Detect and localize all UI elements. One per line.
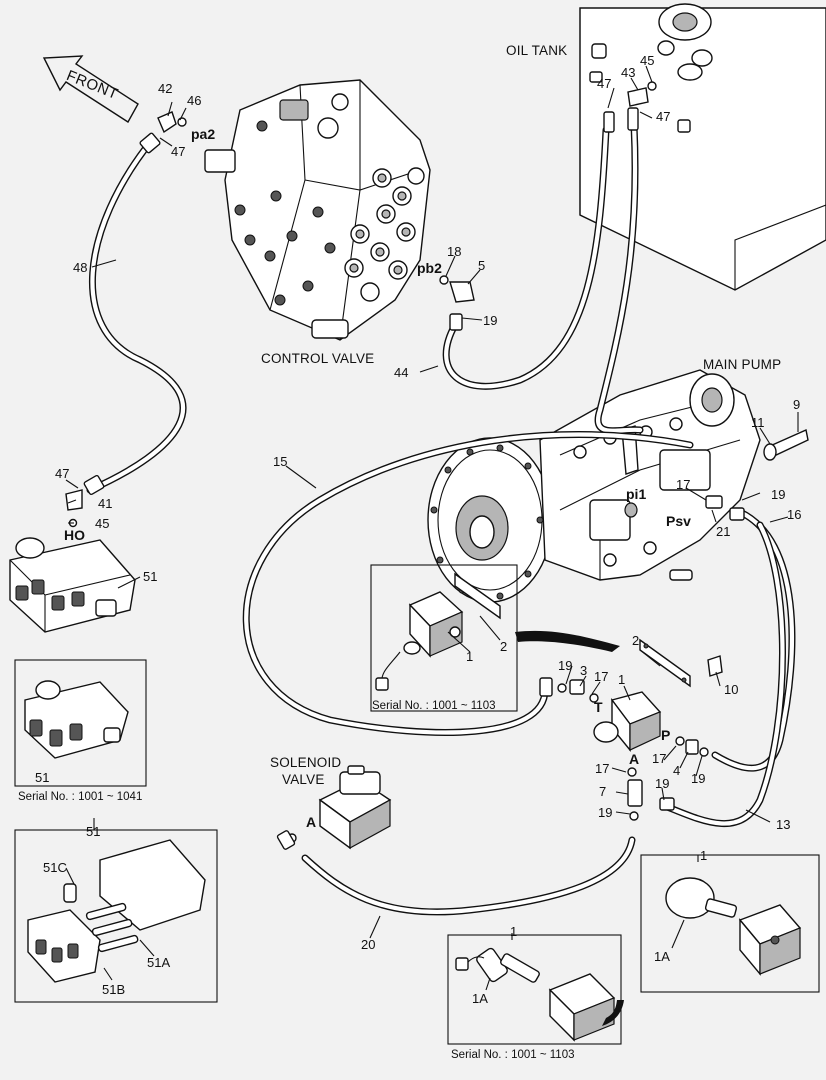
part-15: 15: [273, 454, 288, 469]
main-pump: [427, 369, 761, 603]
solenoid-block-51: [9, 537, 136, 633]
part-43: 43: [621, 65, 636, 80]
part-19-pump: 19: [771, 487, 786, 502]
front-arrow: [42, 55, 139, 123]
port-p: P: [661, 727, 671, 743]
part-19-valve-p: 19: [691, 771, 706, 786]
port-a-solenoid: A: [306, 814, 317, 830]
part-1A-bottom-inset: 1A: [472, 991, 488, 1006]
part-2: 2: [632, 633, 640, 648]
part-17-valve-top: 17: [594, 669, 609, 684]
part-47-tank-right: 47: [656, 109, 671, 124]
solenoid-valve-title-line2: VALVE: [282, 772, 325, 787]
part-47-tank-left: 47: [597, 76, 612, 91]
part-1-valve: 1: [618, 672, 626, 687]
part-1A-right-inset: 1A: [654, 949, 670, 964]
part-20: 20: [361, 937, 376, 952]
part-48: 48: [73, 260, 88, 275]
part-51C: 51C: [43, 860, 67, 875]
oil-tank-title: OIL TANK: [506, 43, 568, 58]
part-42: 42: [158, 81, 173, 96]
part-47-cv: 47: [171, 144, 186, 159]
part-13: 13: [776, 817, 791, 832]
part-1-inset: 1: [466, 649, 474, 664]
part-51-top: 51: [143, 569, 158, 584]
control-valve: [204, 79, 431, 341]
port-pa2: pa2: [191, 126, 216, 142]
part-21: 21: [716, 524, 731, 539]
part-1-right-inset: 1: [700, 848, 708, 863]
main-pump-title: MAIN PUMP: [703, 357, 782, 372]
serial-inset-bottom: Serial No. : 1001 ~ 1103: [451, 1049, 575, 1061]
part-17-valve-p: 17: [652, 751, 667, 766]
part-51A: 51A: [147, 955, 171, 970]
port-pb2: pb2: [417, 260, 442, 276]
oil-tank: [579, 3, 826, 291]
part-16: 16: [787, 507, 802, 522]
part-17-pump: 17: [676, 477, 691, 492]
port-a: A: [629, 751, 640, 767]
port-pi1: pi1: [626, 486, 647, 502]
part-19-valve-top: 19: [558, 658, 573, 673]
part-9: 9: [793, 397, 801, 412]
part-51-exploded: 51: [86, 824, 101, 839]
part-45-tank: 45: [640, 53, 655, 68]
part-1-bottom-inset: 1: [510, 924, 518, 939]
part-3: 3: [580, 663, 588, 678]
part-7: 7: [599, 784, 607, 799]
part-51B: 51B: [102, 982, 126, 997]
part-46: 46: [187, 93, 202, 108]
port-t: T: [594, 699, 603, 715]
port-ho: HO: [64, 527, 85, 543]
port-psv: Psv: [666, 513, 691, 529]
solenoid-valve: [276, 765, 392, 850]
inset-51-exploded: [14, 829, 218, 1003]
flow-arrow-lower: [602, 1000, 624, 1026]
solenoid-valve-title-line1: SOLENOID: [270, 755, 342, 770]
hoses: [86, 121, 796, 916]
part-47-left: 47: [55, 466, 70, 481]
pressure-valve: [593, 638, 691, 752]
part-19-valve-b: 19: [655, 776, 670, 791]
part-2-inset: 2: [500, 639, 508, 654]
control-valve-title: CONTROL VALVE: [261, 351, 375, 366]
inset-solenoid-1A-bottom: [447, 934, 622, 1045]
leader-lines: [65, 65, 799, 991]
serial-inset-51: Serial No. : 1001 ~ 1041: [18, 791, 143, 803]
part-19-valve-a: 19: [598, 805, 613, 820]
part-45-left: 45: [95, 516, 110, 531]
serial-inset-top: Serial No. : 1001 ~ 1103: [372, 700, 496, 712]
inset-serial-1001-1041: [14, 659, 147, 787]
part-10: 10: [724, 682, 739, 697]
fittings: [65, 81, 809, 821]
part-41: 41: [98, 496, 113, 511]
part-18: 18: [447, 244, 462, 259]
part-11: 11: [751, 415, 765, 430]
part-5: 5: [478, 258, 486, 273]
flow-arrow-upper: [515, 630, 620, 652]
part-19-cv: 19: [483, 313, 498, 328]
part-4: 4: [673, 763, 681, 778]
part-17-valve-a: 17: [595, 761, 610, 776]
part-44: 44: [394, 365, 409, 380]
inset-serial-1001-1103-top: [370, 564, 518, 712]
part-51-inset: 51: [35, 770, 50, 785]
inset-solenoid-1A-right: [640, 854, 820, 993]
